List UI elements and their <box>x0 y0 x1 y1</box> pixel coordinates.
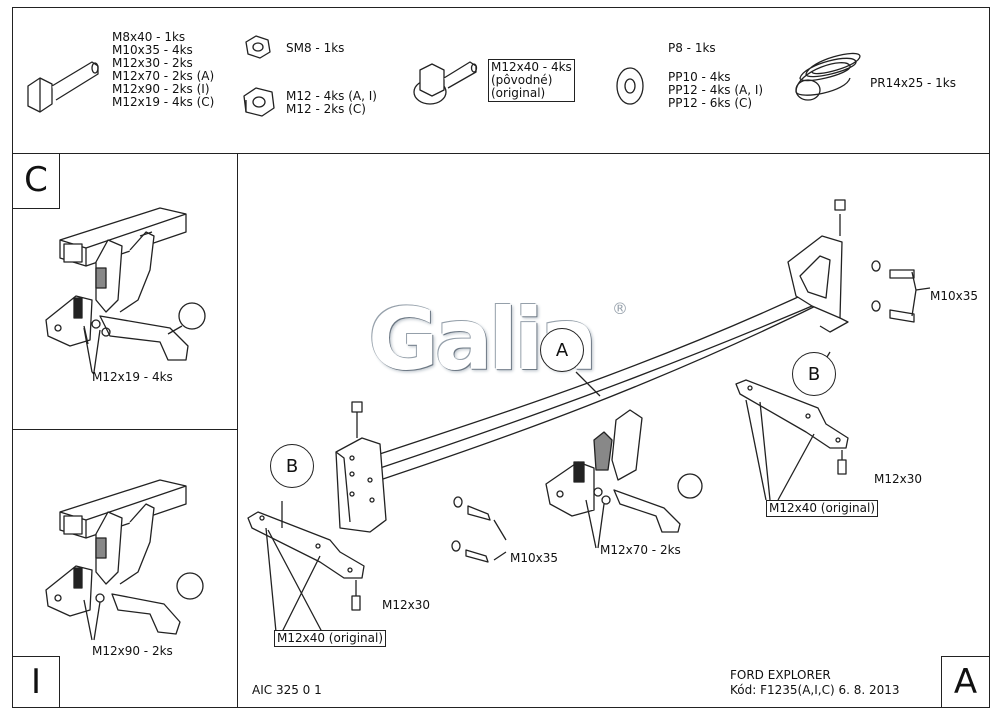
panel-i-letter: I <box>30 662 42 702</box>
flange-bolt-icon <box>413 61 478 105</box>
panel-a-letter-box <box>941 656 990 708</box>
left-bolts-drawing <box>451 496 507 563</box>
washer-icon <box>616 67 644 105</box>
panel-i-hitch-drawing <box>45 479 204 641</box>
sm8-label: SM8 - 1ks <box>286 41 345 55</box>
panel-i-frame <box>12 429 238 708</box>
hex-bolt-icon <box>27 61 99 113</box>
sm8-nut-icon <box>245 35 271 59</box>
washer-list: PP10 - 4ks PP12 - 4ks (A, I) PP12 - 6ks … <box>668 70 764 110</box>
m10x35-left-label: M10x35 <box>510 551 558 565</box>
panel-a-letter: A <box>953 662 978 702</box>
callout-b-left: B <box>270 444 314 488</box>
left-plate-drawing <box>247 501 365 633</box>
panel-c-bolt-label: M12x19 - 4ks <box>92 370 173 384</box>
callout-a: A <box>540 328 584 372</box>
vehicle-name: FORD EXPLORER <box>730 668 831 682</box>
left-bracket-drawing <box>335 401 387 533</box>
panel-c-letter-box <box>12 153 60 209</box>
p8-label: P8 - 1ks <box>668 41 716 55</box>
panel-c-letter: C <box>24 160 48 200</box>
panel-c-hitch-drawing <box>45 207 206 373</box>
bolt-list: M8x40 - 1ks M10x35 - 4ks M12x30 - 2ks M1… <box>112 30 215 109</box>
m12x30-right-label: M12x30 <box>874 472 922 486</box>
drawing-code: AIC 325 0 1 <box>252 683 322 697</box>
m10x35-right-label: M10x35 <box>930 289 978 303</box>
right-bracket-drawing <box>787 199 915 333</box>
m12x30-left-label: M12x30 <box>382 598 430 612</box>
center-hitch-drawing <box>545 409 703 549</box>
panel-i-letter-box <box>12 656 60 708</box>
m12x70-label: M12x70 - 2ks <box>600 543 681 557</box>
m12-nut-label: M12 - 4ks (A, I) M12 - 2ks (C) <box>286 89 377 116</box>
callout-b-right: B <box>792 352 836 396</box>
right-plate-drawing <box>735 379 849 501</box>
spring-label: PR14x25 - 1ks <box>870 76 957 90</box>
trademark-symbol: ® <box>612 299 628 318</box>
spring-washer-icon <box>795 52 861 101</box>
m12x40-right-label: M12x40 (original) <box>766 500 879 517</box>
parts-box <box>12 7 990 154</box>
m12x40-left-label: M12x40 (original) <box>274 630 387 647</box>
panel-i-bolt-label: M12x90 - 2ks <box>92 644 173 658</box>
m12-nut-icon <box>243 87 275 117</box>
kod-date: Kód: F1235(A,I,C) 6. 8. 2013 <box>730 683 900 697</box>
flange-bolt-label: M12x40 - 4ks (pôvodné) (original) <box>488 59 575 102</box>
